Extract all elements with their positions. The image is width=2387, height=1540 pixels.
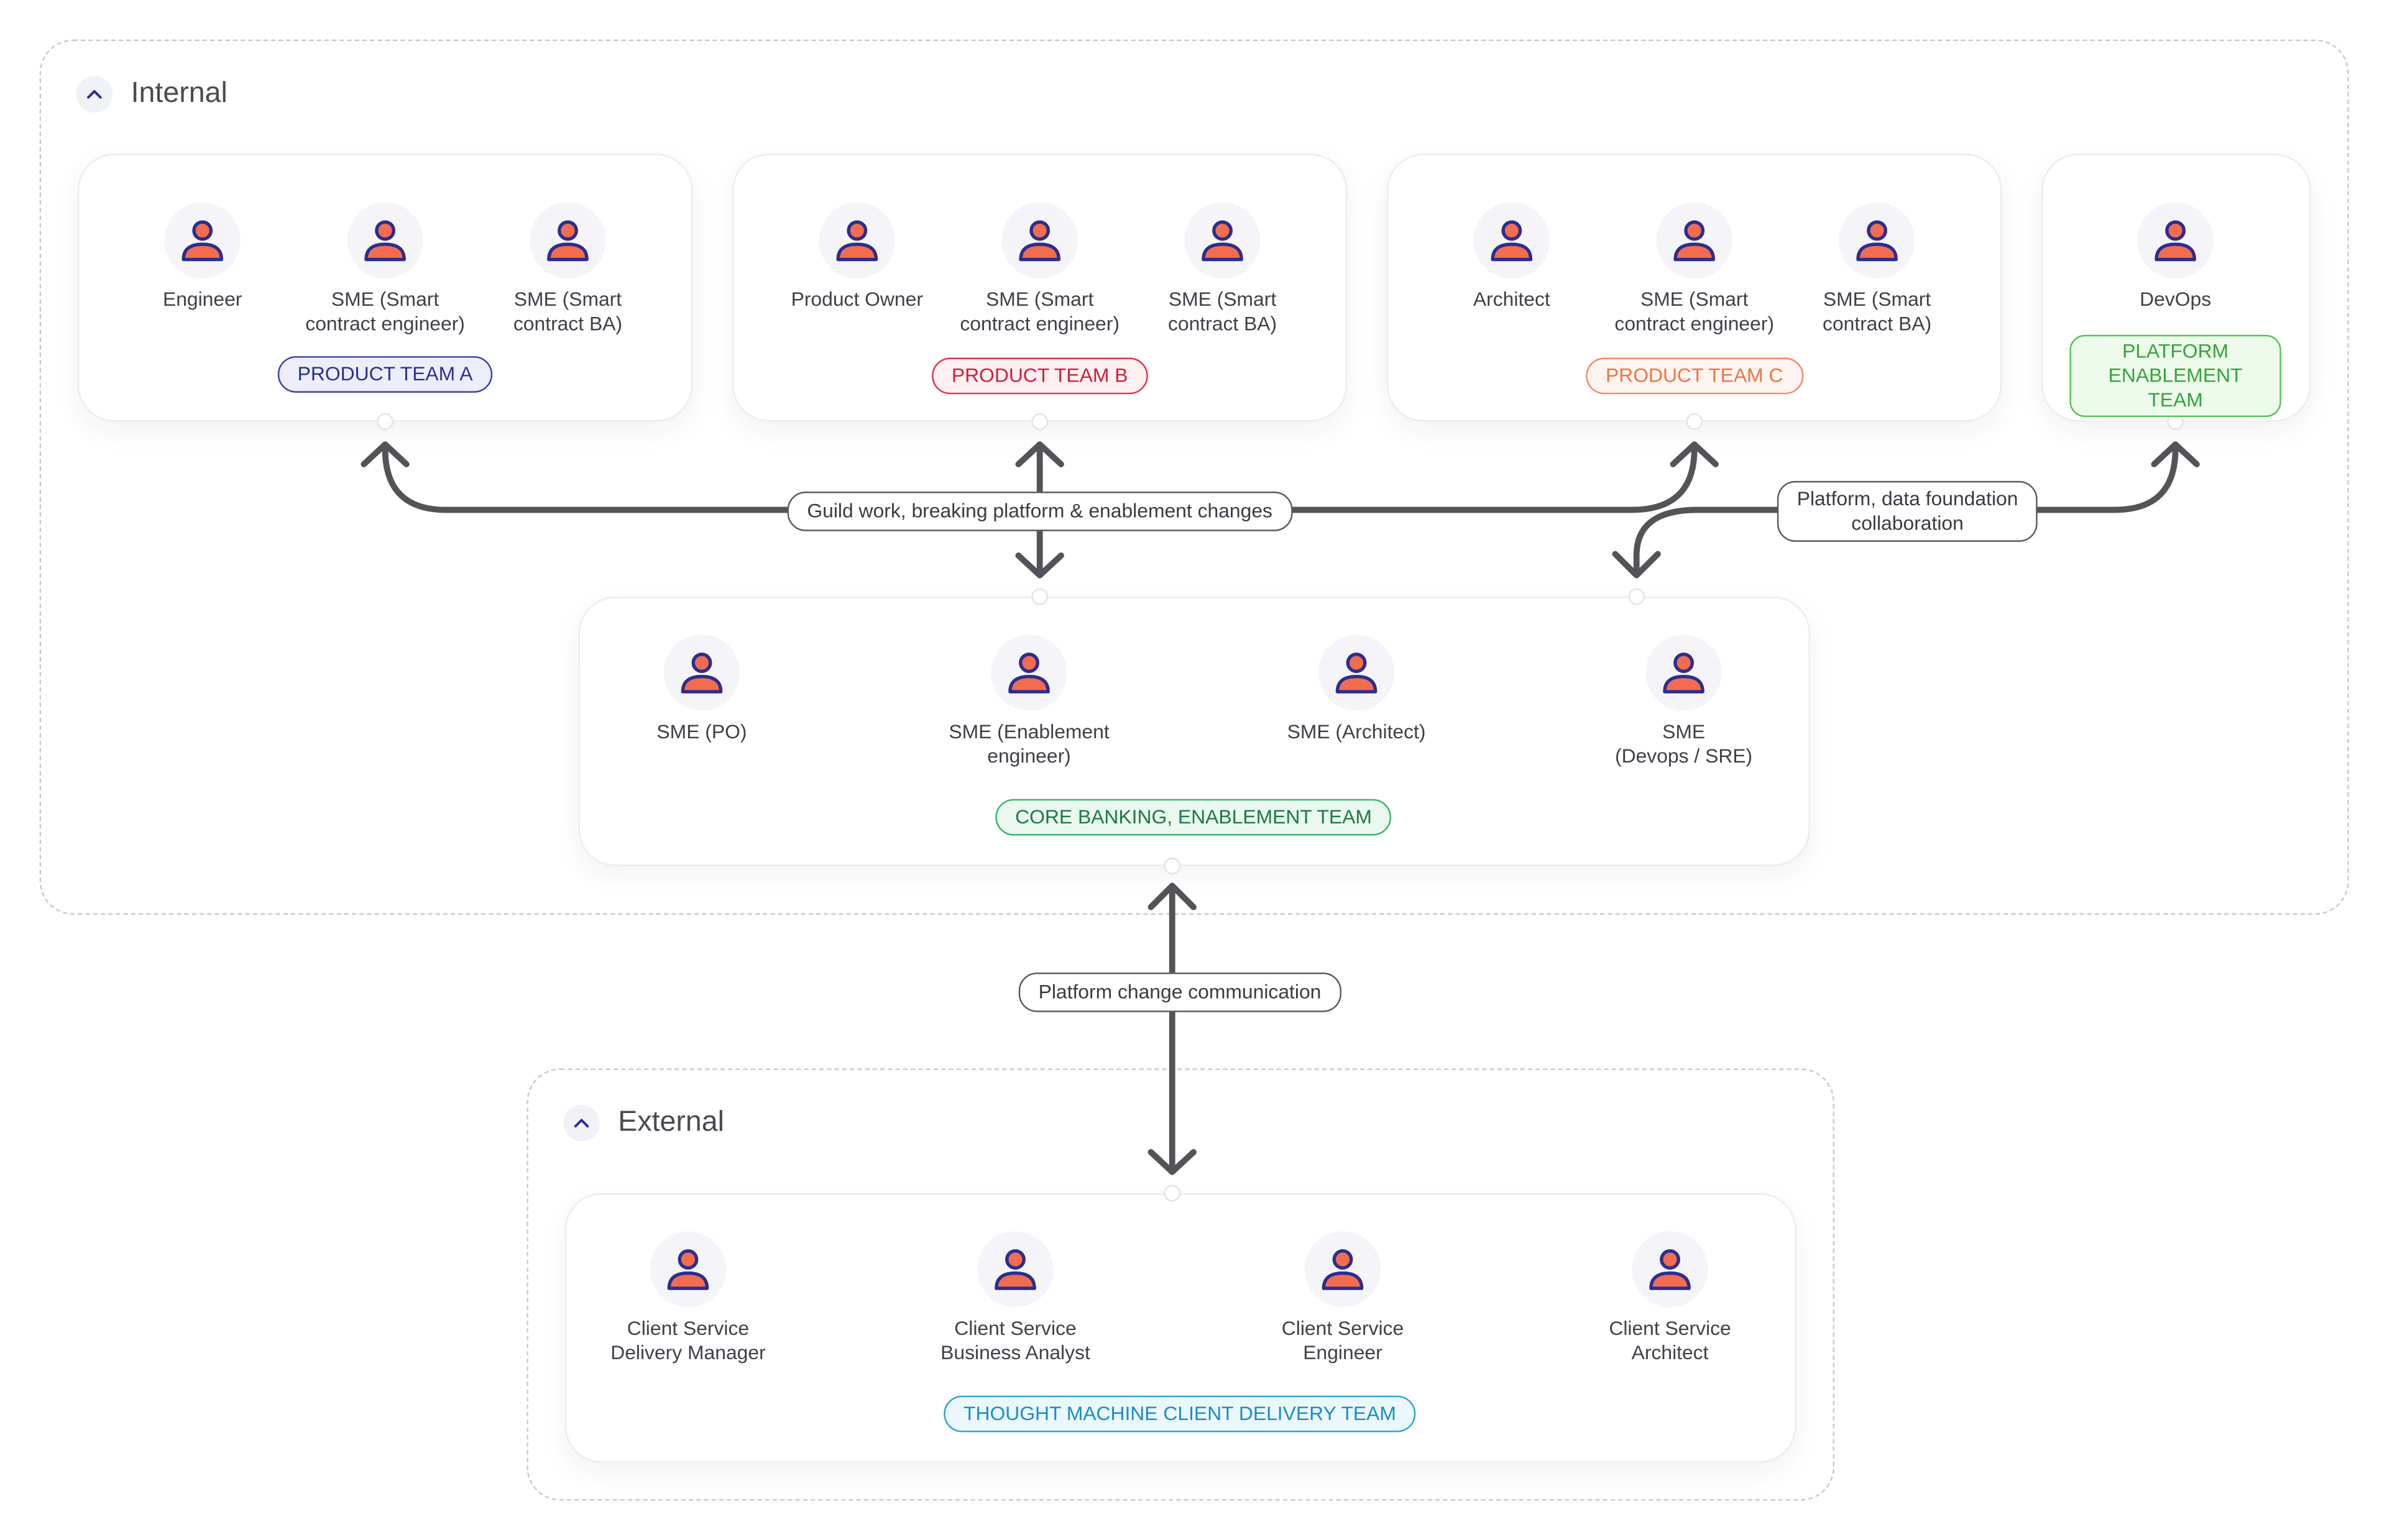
person-label: SME (Smart contract engineer) — [1614, 287, 1775, 335]
port-core-bottom — [1164, 858, 1181, 874]
person-icon — [530, 202, 606, 279]
person-engineer[interactable]: Engineer — [105, 202, 300, 312]
person-sme-smart-contract-ba[interactable]: SME (Smart contract BA) — [1125, 202, 1320, 337]
person-label: Client Service Business Analyst — [941, 1316, 1090, 1364]
port-team-a — [377, 413, 394, 430]
person-label: SME (Smart contract engineer) — [960, 287, 1120, 335]
arrowhead-core-external — [1148, 882, 1197, 910]
person-icon — [991, 635, 1067, 711]
person-icon — [977, 1231, 1054, 1308]
platform-change-edge-label[interactable]: Platform change communication — [1018, 972, 1341, 1012]
arrowhead-core-platform — [1612, 551, 1661, 579]
port-team-b — [1031, 413, 1049, 430]
platform-data-edge-label[interactable]: Platform, data foundation collaboration — [1777, 480, 2038, 542]
port-core-guild — [1031, 588, 1049, 605]
person-sme-architect[interactable]: SME (Architect) — [1259, 635, 1453, 744]
person-icon — [663, 635, 740, 711]
person-icon — [1656, 202, 1732, 279]
person-label: SME (Smart contract BA) — [1167, 287, 1277, 335]
person-icon — [1318, 635, 1395, 711]
arrowhead-platform — [2151, 441, 2200, 467]
person-icon — [1839, 202, 1915, 279]
person-sme-smart-contract-engineer[interactable]: SME (Smart contract engineer) — [1597, 202, 1791, 337]
person-label: DevOps — [2140, 287, 2212, 311]
person-sme-smart-contract-ba[interactable]: SME (Smart contract BA) — [1780, 202, 1974, 337]
person-sme-smart-contract-engineer[interactable]: SME (Smart contract engineer) — [288, 202, 482, 337]
person-client-service-business-analyst[interactable]: Client Service Business Analyst — [918, 1231, 1113, 1365]
person-icon — [1184, 202, 1261, 279]
person-label: SME (Smart contract BA) — [513, 287, 623, 335]
person-icon — [1645, 635, 1722, 711]
person-client-service-engineer[interactable]: Client Service Engineer — [1245, 1231, 1440, 1365]
team-badge-product-team-b: PRODUCT TEAM B — [931, 357, 1148, 395]
person-icon — [1632, 1231, 1708, 1308]
arrowhead-core-guild — [1015, 552, 1064, 579]
external-group-header: External — [563, 1104, 724, 1142]
person-icon — [1001, 202, 1078, 279]
person-product-owner[interactable]: Product Owner — [760, 202, 954, 312]
person-label: Product Owner — [791, 287, 923, 311]
person-label: SME (Architect) — [1287, 720, 1426, 743]
person-sme-po[interactable]: SME (PO) — [604, 635, 799, 744]
port-team-c — [1686, 413, 1703, 430]
person-label: SME (Devops / SRE) — [1615, 720, 1753, 768]
team-badge-platform-enablement: PLATFORM ENABLEMENT TEAM — [2069, 334, 2281, 418]
person-label: Client Service Delivery Manager — [610, 1316, 766, 1364]
team-badge-product-team-c: PRODUCT TEAM C — [1586, 357, 1803, 395]
person-label: Engineer — [162, 287, 242, 311]
chevron-up-icon[interactable] — [563, 1104, 600, 1142]
person-label: SME (Enablement engineer) — [949, 720, 1110, 768]
person-label: SME (Smart contract engineer) — [305, 287, 465, 335]
arrowhead-team-b — [1015, 441, 1064, 467]
internal-group — [39, 39, 2349, 915]
person-icon — [819, 202, 896, 279]
port-core-platform — [1628, 588, 1645, 605]
person-icon — [164, 202, 241, 279]
person-sme-enablement-engineer[interactable]: SME (Enablement engineer) — [932, 635, 1126, 769]
internal-group-header: Internal — [76, 76, 228, 113]
arrowhead-external — [1148, 1148, 1197, 1175]
arrowhead-team-c — [1670, 441, 1719, 467]
person-icon — [2137, 202, 2214, 279]
person-sme-smart-contract-engineer[interactable]: SME (Smart contract engineer) — [942, 202, 1137, 337]
person-label: SME (Smart contract BA) — [1823, 287, 1932, 335]
person-icon — [347, 202, 423, 279]
person-architect[interactable]: Architect — [1414, 202, 1609, 312]
person-sme-devops-sre[interactable]: SME (Devops / SRE) — [1586, 635, 1781, 769]
team-badge-thought-machine-client-delivery: THOUGHT MACHINE CLIENT DELIVERY TEAM — [944, 1395, 1416, 1432]
person-label: Client Service Architect — [1609, 1316, 1731, 1364]
person-label: Architect — [1473, 287, 1550, 311]
person-icon — [1473, 202, 1550, 279]
person-icon — [650, 1231, 727, 1308]
team-badge-product-team-a: PRODUCT TEAM A — [277, 356, 493, 393]
external-group-title: External — [618, 1106, 724, 1139]
guild-edge-label[interactable]: Guild work, breaking platform & enableme… — [787, 492, 1292, 531]
chevron-up-icon[interactable] — [76, 76, 113, 113]
person-client-service-architect[interactable]: Client Service Architect — [1573, 1231, 1767, 1365]
team-badge-core-banking: CORE BANKING, ENABLEMENT TEAM — [995, 799, 1392, 836]
external-group — [527, 1068, 1835, 1501]
person-label: SME (PO) — [656, 720, 747, 743]
person-sme-smart-contract-ba[interactable]: SME (Smart contract BA) — [471, 202, 665, 337]
person-devops[interactable]: DevOps — [2078, 202, 2273, 312]
port-external-top — [1164, 1185, 1181, 1202]
person-client-service-delivery-manager[interactable]: Client Service Delivery Manager — [591, 1231, 785, 1365]
person-label: Client Service Engineer — [1281, 1316, 1404, 1364]
internal-group-title: Internal — [131, 77, 228, 110]
arrowhead-team-a — [361, 441, 410, 467]
person-icon — [1304, 1231, 1381, 1308]
